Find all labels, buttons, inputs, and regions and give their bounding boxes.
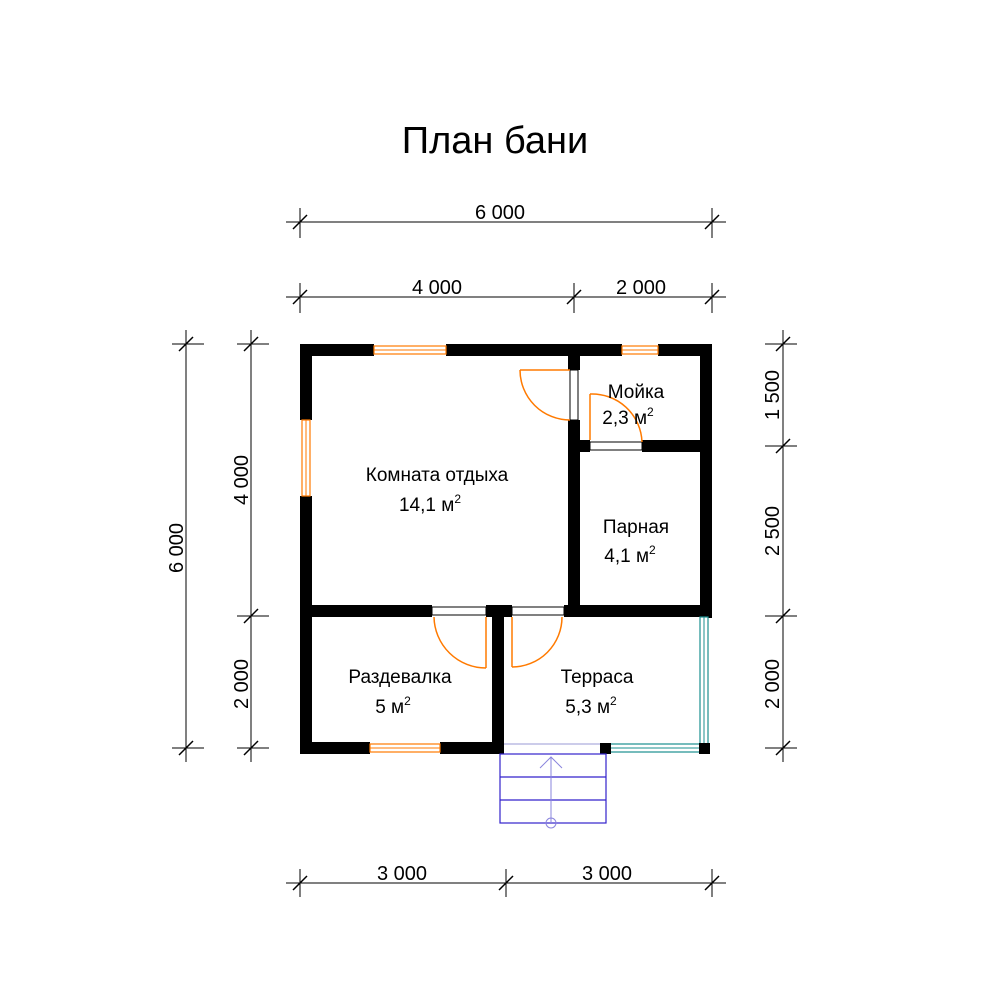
room-steam: Парная 4,1 м2 (603, 517, 669, 567)
svg-text:14,1 м2: 14,1 м2 (399, 492, 461, 516)
svg-text:5 м2: 5 м2 (375, 694, 411, 718)
room-wash: Мойка 2,3 м2 (602, 382, 664, 429)
room-name: Комната отдыха (366, 465, 509, 486)
dimension-label: 1 500 (762, 370, 784, 420)
dimension-label: 2 000 (762, 659, 784, 709)
room-area: 2,3 м (602, 408, 647, 429)
room-area: 4,1 м (604, 546, 649, 567)
dimension-label: 6 000 (475, 202, 525, 224)
dimension-label: 4 000 (412, 277, 462, 299)
room-name: Терраса (561, 667, 634, 688)
entrance-stairs (499, 753, 607, 829)
room-dressing: Раздевалка 5 м2 (348, 667, 452, 718)
terrace-railing (504, 616, 710, 754)
area-unit-power: 2 (404, 694, 411, 708)
svg-text:5,3 м2: 5,3 м2 (565, 694, 617, 718)
svg-text:2,3 м2: 2,3 м2 (602, 405, 654, 429)
room-name: Мойка (608, 382, 665, 403)
dimension-bottom-segments: 3 000 3 000 (286, 863, 726, 897)
room-name: Раздевалка (348, 667, 452, 688)
area-unit-power: 2 (610, 694, 617, 708)
room-area: 5 м (375, 697, 404, 718)
dimension-overall-width: 6 000 (286, 202, 726, 238)
room-terrace: Терраса 5,3 м2 (561, 667, 634, 718)
dimension-overall-depth: 6 000 (166, 330, 204, 762)
dimension-top-segments: 4 000 2 000 (286, 277, 726, 313)
walls (300, 344, 712, 754)
room-rest: Комната отдыха 14,1 м2 (366, 465, 509, 516)
area-unit-power: 2 (647, 405, 654, 419)
dimension-label: 6 000 (166, 523, 188, 573)
room-area: 14,1 м (399, 495, 454, 516)
svg-text:4,1 м2: 4,1 м2 (604, 543, 656, 567)
area-unit-power: 2 (454, 492, 461, 506)
dimension-label: 2 000 (616, 277, 666, 299)
dimension-label: 3 000 (377, 863, 427, 885)
dimension-label: 2 000 (231, 659, 253, 709)
dimension-label: 3 000 (582, 863, 632, 885)
area-unit-power: 2 (649, 543, 656, 557)
dimension-right-segments: 1 500 2 500 2 000 (762, 330, 797, 762)
windows (301, 345, 659, 753)
room-area: 5,3 м (565, 697, 610, 718)
dimension-left-segments: 4 000 2 000 (231, 330, 269, 762)
dimension-label: 4 000 (231, 455, 253, 505)
doors (431, 369, 643, 669)
dimension-label: 2 500 (762, 506, 784, 556)
room-name: Парная (603, 517, 669, 538)
plan-title: План бани (401, 120, 589, 162)
